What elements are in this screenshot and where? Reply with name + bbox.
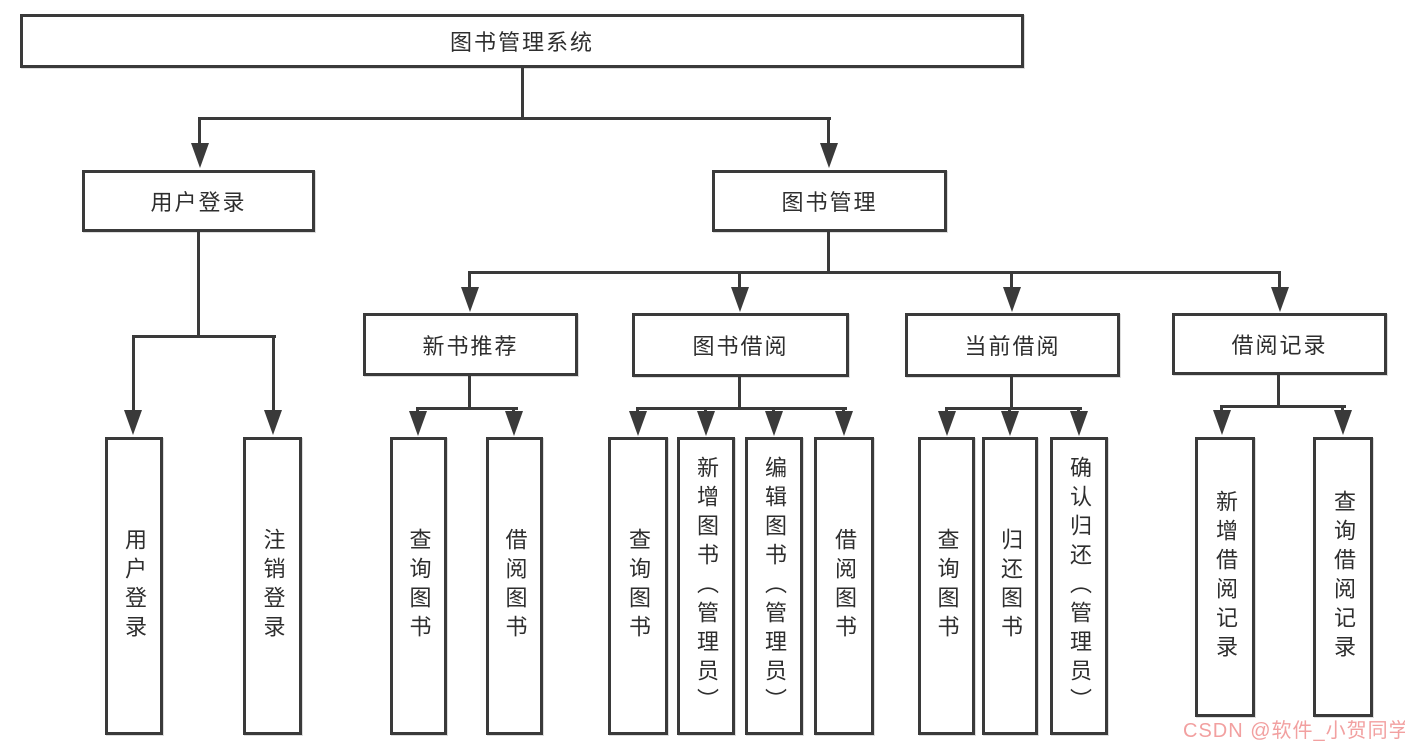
conn-newbook-vline [468, 374, 471, 410]
arrow-down-icon-borrow-4 [835, 411, 853, 436]
node-query-books-c: 查询图书 [918, 437, 975, 735]
node-add-books-admin: 新增图书（管理员） [677, 437, 735, 735]
node-borrowing-records: 借阅记录 [1172, 313, 1387, 375]
conn-records-hline [1220, 405, 1346, 408]
node-confirm-return-admin-label: 确认归还（管理员） [1067, 455, 1092, 717]
arrow-down-icon-current-2 [1001, 411, 1019, 436]
node-user-login-action-label: 用户登录 [122, 528, 147, 644]
arrow-down-icon-l3-4 [1271, 287, 1289, 312]
arrow-down-icon-borrow-1 [629, 411, 647, 436]
node-borrow-books-b: 借阅图书 [814, 437, 874, 735]
conn-root-vline [521, 66, 524, 119]
conn-login-hline [132, 335, 276, 338]
node-query-books-b-label: 查询图书 [626, 528, 651, 644]
arrow-down-icon-borrow-2 [697, 411, 715, 436]
node-borrow-books-b-label: 借阅图书 [832, 528, 857, 644]
conn-l2-hline [198, 117, 831, 120]
node-return-books: 归还图书 [982, 437, 1038, 735]
conn-l3-stem-1 [468, 271, 471, 291]
node-current-borrowing-label: 当前借阅 [964, 334, 1061, 359]
conn-login-stem-1 [132, 335, 135, 412]
node-add-borrow-record-label: 新增借阅记录 [1213, 490, 1238, 664]
csdn-watermark: CSDN @软件_小贺同学 [1183, 720, 1405, 742]
conn-records-vline [1277, 373, 1280, 408]
conn-current-hline [945, 407, 1082, 410]
node-logout-action-label: 注销登录 [260, 528, 286, 644]
node-new-book-recommendation-label: 新书推荐 [422, 333, 519, 359]
conn-l3-stem-2 [738, 271, 741, 291]
arrow-down-icon-records-2 [1334, 410, 1352, 435]
conn-l2-stem-1 [198, 117, 201, 147]
conn-l3-stem-4 [1278, 271, 1281, 291]
arrow-down-icon-current-3 [1070, 411, 1088, 436]
node-logout-action: 注销登录 [243, 437, 302, 735]
node-current-borrowing: 当前借阅 [905, 313, 1120, 377]
conn-login-stem-2 [272, 335, 275, 412]
node-user-login-action: 用户登录 [105, 437, 163, 735]
node-confirm-return-admin: 确认归还（管理员） [1050, 437, 1108, 735]
node-add-books-admin-label: 新增图书（管理员） [694, 455, 719, 717]
node-user-login: 用户登录 [82, 170, 315, 232]
arrow-down-icon-login-1 [124, 410, 142, 435]
conn-records-stem-1 [1220, 405, 1223, 413]
node-query-books-a: 查询图书 [390, 437, 447, 735]
node-edit-books-admin-label: 编辑图书（管理员） [762, 455, 787, 717]
node-query-books-c-label: 查询图书 [934, 528, 960, 644]
node-query-books-a-label: 查询图书 [406, 528, 432, 644]
conn-l3-hline [468, 271, 1281, 274]
conn-records-stem-2 [1341, 405, 1344, 413]
arrow-down-icon-l3-3 [1003, 287, 1021, 312]
arrow-down-icon-records-1 [1213, 410, 1231, 435]
node-query-books-b: 查询图书 [608, 437, 668, 735]
node-user-login-label: 用户登录 [150, 190, 247, 215]
node-new-book-recommendation: 新书推荐 [363, 313, 578, 376]
conn-mgmt-vline [827, 230, 830, 274]
node-borrow-books-a: 借阅图书 [486, 437, 543, 735]
arrow-down-icon-newbook-2 [505, 411, 523, 436]
arrow-down-icon-login-2 [264, 410, 282, 435]
arrow-down-icon-current-1 [938, 411, 956, 436]
arrow-down-icon-newbook-1 [409, 411, 427, 436]
node-query-borrow-record: 查询借阅记录 [1313, 437, 1373, 717]
node-root-system: 图书管理系统 [20, 14, 1024, 68]
conn-borrow-vline [738, 375, 741, 410]
conn-l2-stem-2 [827, 117, 830, 147]
conn-borrow-hline [636, 407, 847, 410]
node-book-management: 图书管理 [712, 170, 947, 232]
node-edit-books-admin: 编辑图书（管理员） [745, 437, 803, 735]
node-borrow-books-a-label: 借阅图书 [502, 528, 528, 644]
conn-newbook-hline [416, 407, 518, 410]
conn-current-vline [1010, 375, 1013, 410]
arrow-down-icon-l2-1 [191, 143, 209, 168]
node-borrowing-records-label: 借阅记录 [1231, 333, 1328, 358]
arrow-down-icon-l3-2 [731, 287, 749, 312]
node-add-borrow-record: 新增借阅记录 [1195, 437, 1255, 717]
node-root-label: 图书管理系统 [449, 30, 594, 55]
arrow-down-icon-borrow-3 [765, 411, 783, 436]
node-book-management-label: 图书管理 [781, 190, 878, 215]
conn-login-vline [197, 230, 200, 338]
conn-l3-stem-3 [1010, 271, 1013, 291]
arrow-down-icon-l2-2 [820, 143, 838, 168]
node-book-borrowing-label: 图书借阅 [692, 334, 789, 359]
node-return-books-label: 归还图书 [998, 528, 1023, 644]
arrow-down-icon-l3-1 [461, 287, 479, 312]
node-query-borrow-record-label: 查询借阅记录 [1331, 490, 1356, 664]
node-book-borrowing: 图书借阅 [632, 313, 849, 377]
